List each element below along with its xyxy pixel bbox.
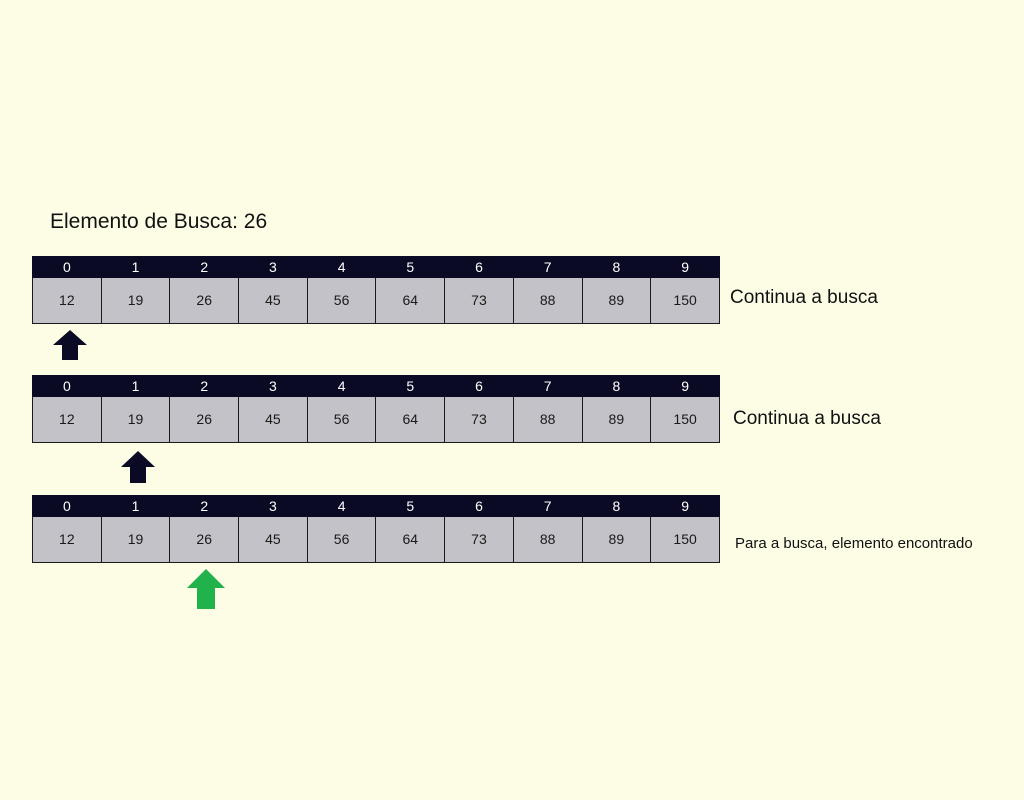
index-cell: 1 <box>100 375 171 397</box>
index-cell: 6 <box>444 375 514 397</box>
index-cell: 0 <box>32 375 102 397</box>
value-cell: 12 <box>32 278 102 324</box>
index-cell: 0 <box>32 495 102 517</box>
value-cell: 88 <box>512 278 583 324</box>
value-cell: 64 <box>375 517 446 563</box>
index-cell: 9 <box>650 375 720 397</box>
value-cell: 56 <box>306 517 377 563</box>
step-2-status: Continua a busca <box>733 408 881 429</box>
index-cell: 7 <box>512 495 583 517</box>
value-cell: 64 <box>375 397 446 443</box>
value-cell: 56 <box>306 397 377 443</box>
index-cell: 2 <box>169 375 240 397</box>
value-cell: 26 <box>169 397 240 443</box>
value-row: 12 19 26 45 56 64 73 88 89 150 <box>32 517 720 563</box>
value-cell: 45 <box>238 517 308 563</box>
index-cell: 8 <box>581 495 652 517</box>
index-cell: 2 <box>169 495 240 517</box>
value-cell: 73 <box>444 397 514 443</box>
index-cell: 7 <box>512 256 583 278</box>
value-cell: 88 <box>512 517 583 563</box>
index-cell: 9 <box>650 495 720 517</box>
value-cell: 45 <box>238 397 308 443</box>
value-cell: 88 <box>512 397 583 443</box>
value-cell: 12 <box>32 397 102 443</box>
index-cell: 9 <box>650 256 720 278</box>
value-cell: 64 <box>375 278 446 324</box>
array-step-3: 0 1 2 3 4 5 6 7 8 9 12 19 26 45 56 64 73… <box>32 495 720 563</box>
array-step-2: 0 1 2 3 4 5 6 7 8 9 12 19 26 45 56 64 73… <box>32 375 720 443</box>
value-cell: 89 <box>581 517 652 563</box>
index-cell: 1 <box>100 256 171 278</box>
value-cell: 150 <box>650 397 720 443</box>
index-cell: 7 <box>512 375 583 397</box>
value-cell: 45 <box>238 278 308 324</box>
value-row: 12 19 26 45 56 64 73 88 89 150 <box>32 278 720 324</box>
index-cell: 4 <box>306 375 377 397</box>
index-cell: 5 <box>375 375 446 397</box>
index-cell: 3 <box>238 375 308 397</box>
index-cell: 1 <box>100 495 171 517</box>
value-cell: 73 <box>444 278 514 324</box>
index-row: 0 1 2 3 4 5 6 7 8 9 <box>32 256 720 278</box>
value-row: 12 19 26 45 56 64 73 88 89 150 <box>32 397 720 443</box>
array-step-1: 0 1 2 3 4 5 6 7 8 9 12 19 26 45 56 64 73… <box>32 256 720 324</box>
value-cell: 150 <box>650 517 720 563</box>
found-arrow-up-icon <box>187 569 225 609</box>
index-cell: 4 <box>306 256 377 278</box>
value-cell: 73 <box>444 517 514 563</box>
index-cell: 6 <box>444 495 514 517</box>
index-cell: 4 <box>306 495 377 517</box>
index-row: 0 1 2 3 4 5 6 7 8 9 <box>32 375 720 397</box>
search-element-label: Elemento de Busca: 26 <box>50 210 268 233</box>
index-cell: 2 <box>169 256 240 278</box>
index-cell: 3 <box>238 256 308 278</box>
value-cell: 19 <box>100 517 171 563</box>
value-cell: 26 <box>169 517 240 563</box>
index-cell: 6 <box>444 256 514 278</box>
index-cell: 5 <box>375 256 446 278</box>
index-row: 0 1 2 3 4 5 6 7 8 9 <box>32 495 720 517</box>
value-cell: 12 <box>32 517 102 563</box>
index-cell: 5 <box>375 495 446 517</box>
index-cell: 3 <box>238 495 308 517</box>
value-cell: 150 <box>650 278 720 324</box>
step-2-pointer <box>121 451 155 483</box>
index-cell: 8 <box>581 375 652 397</box>
index-cell: 0 <box>32 256 102 278</box>
value-cell: 89 <box>581 278 652 324</box>
step-3-pointer <box>187 569 225 609</box>
step-1-status: Continua a busca <box>730 287 878 308</box>
value-cell: 89 <box>581 397 652 443</box>
step-3-status: Para a busca, elemento encontrado <box>735 535 973 552</box>
step-1-pointer <box>53 330 87 360</box>
pointer-arrow-up-icon <box>53 330 87 360</box>
value-cell: 19 <box>100 278 171 324</box>
value-cell: 26 <box>169 278 240 324</box>
value-cell: 19 <box>100 397 171 443</box>
pointer-arrow-up-icon <box>121 451 155 483</box>
index-cell: 8 <box>581 256 652 278</box>
value-cell: 56 <box>306 278 377 324</box>
